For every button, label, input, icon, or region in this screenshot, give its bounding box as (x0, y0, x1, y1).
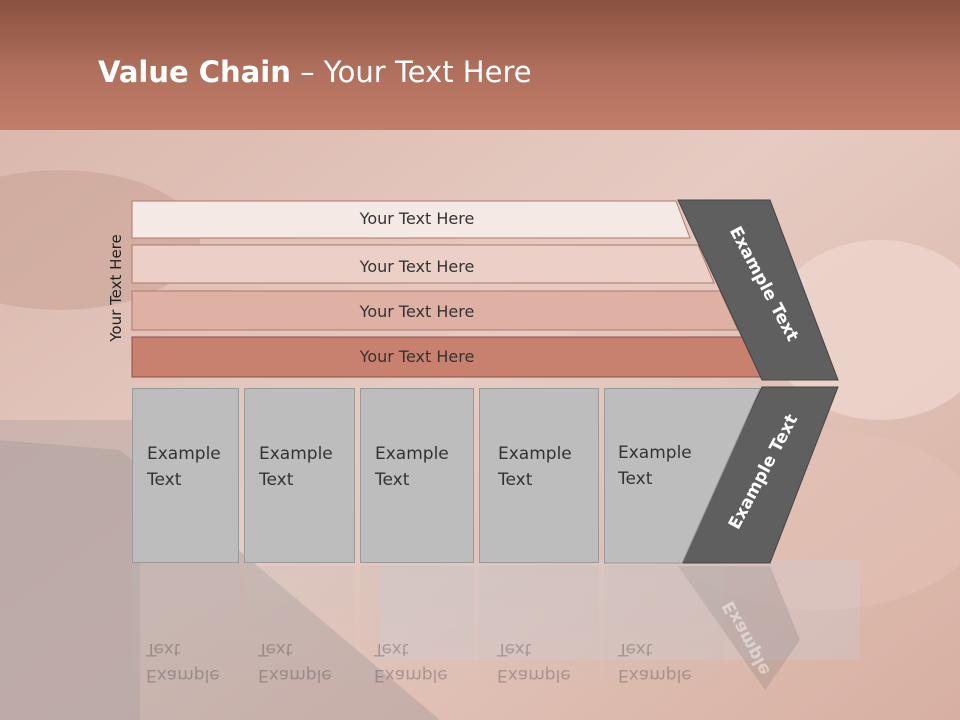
cell-4-line2: Text (498, 470, 533, 490)
title-rest: – Your Text Here (290, 55, 532, 89)
bar-label-2: Your Text Here (359, 257, 475, 276)
slide-title: Value Chain – Your Text Here (98, 55, 532, 89)
cell-3-line2: Text (375, 470, 410, 490)
cell-4-line1: Example (498, 444, 572, 464)
title-bold: Value Chain (98, 55, 291, 89)
cell-2-line2: Text (259, 470, 294, 490)
cell-1-line2: Text (147, 470, 182, 490)
bar-label-1: Your Text Here (359, 209, 475, 228)
cell-5-line1: Example (618, 443, 692, 463)
bar-2 (131, 244, 715, 284)
cell-2-line1: Example (259, 444, 333, 464)
cell-5-line2: Text (618, 469, 653, 489)
cell-3-line1: Example (375, 444, 449, 464)
bar-3 (131, 290, 739, 331)
chevron-reflection (678, 566, 800, 690)
bar-label-4: Your Text Here (359, 347, 475, 366)
title-bar (0, 0, 960, 130)
chevron-upper (677, 199, 839, 381)
cell-1-line1: Example (147, 444, 221, 464)
bar-label-3: Your Text Here (359, 302, 475, 321)
bar-1 (131, 200, 691, 239)
cell-5 (604, 388, 761, 564)
